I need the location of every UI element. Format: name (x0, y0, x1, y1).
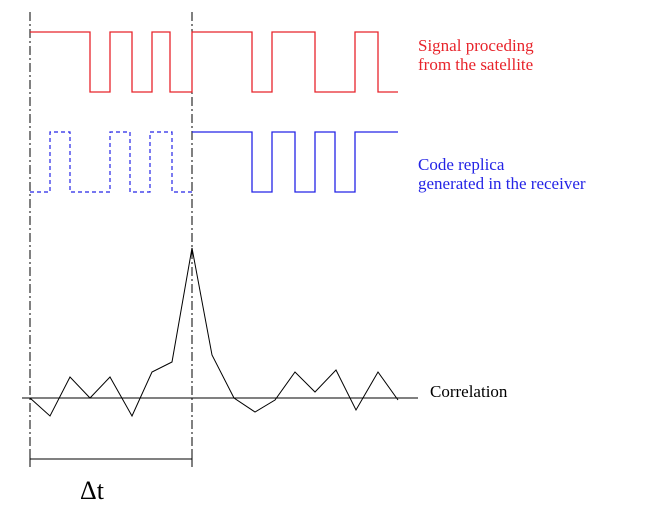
satellite-signal-waveform (30, 31, 398, 93)
signal-label-line2: from the satellite (418, 55, 533, 74)
signal-label-line1: Signal proceding (418, 36, 534, 55)
replica-label-line1: Code replica (418, 155, 505, 174)
correlation-curve (29, 247, 399, 418)
code-replica-aligned-waveform (192, 131, 398, 193)
delta-t-label: Δt (80, 476, 105, 505)
correlation-label: Correlation (430, 382, 508, 401)
replica-label-line2: generated in the receiver (418, 174, 586, 193)
code-replica-delayed-waveform (30, 131, 192, 193)
